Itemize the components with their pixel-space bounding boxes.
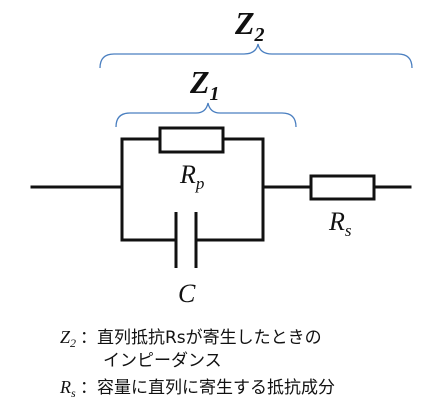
z2-brace: [99, 43, 413, 69]
legend-rs-text: ：容量に直列に寄生する抵抗成分: [80, 378, 335, 398]
legend-rs-symbol: Rs: [59, 377, 76, 400]
c-label: C: [178, 279, 196, 308]
rp-resistor: [158, 126, 225, 154]
circuit-wires: [30, 137, 412, 242]
rp-label: Rp: [179, 160, 204, 193]
z1-label: Z1: [189, 64, 220, 105]
z2-label: Z2: [234, 5, 265, 46]
legend-z2-text-line1: ：直列抵抗Rsが寄生したときの: [80, 328, 322, 348]
legend-z2-symbol: Z2: [60, 327, 76, 350]
legend: Z2 ：直列抵抗Rsが寄生したときの インピーダンス Rs ：容量に直列に寄生す…: [59, 327, 335, 400]
legend-z2-text-line2: インピーダンス: [103, 351, 222, 371]
rs-resistor: [309, 174, 376, 201]
z1-brace: [115, 102, 297, 128]
rs-label: Rs: [328, 207, 352, 240]
